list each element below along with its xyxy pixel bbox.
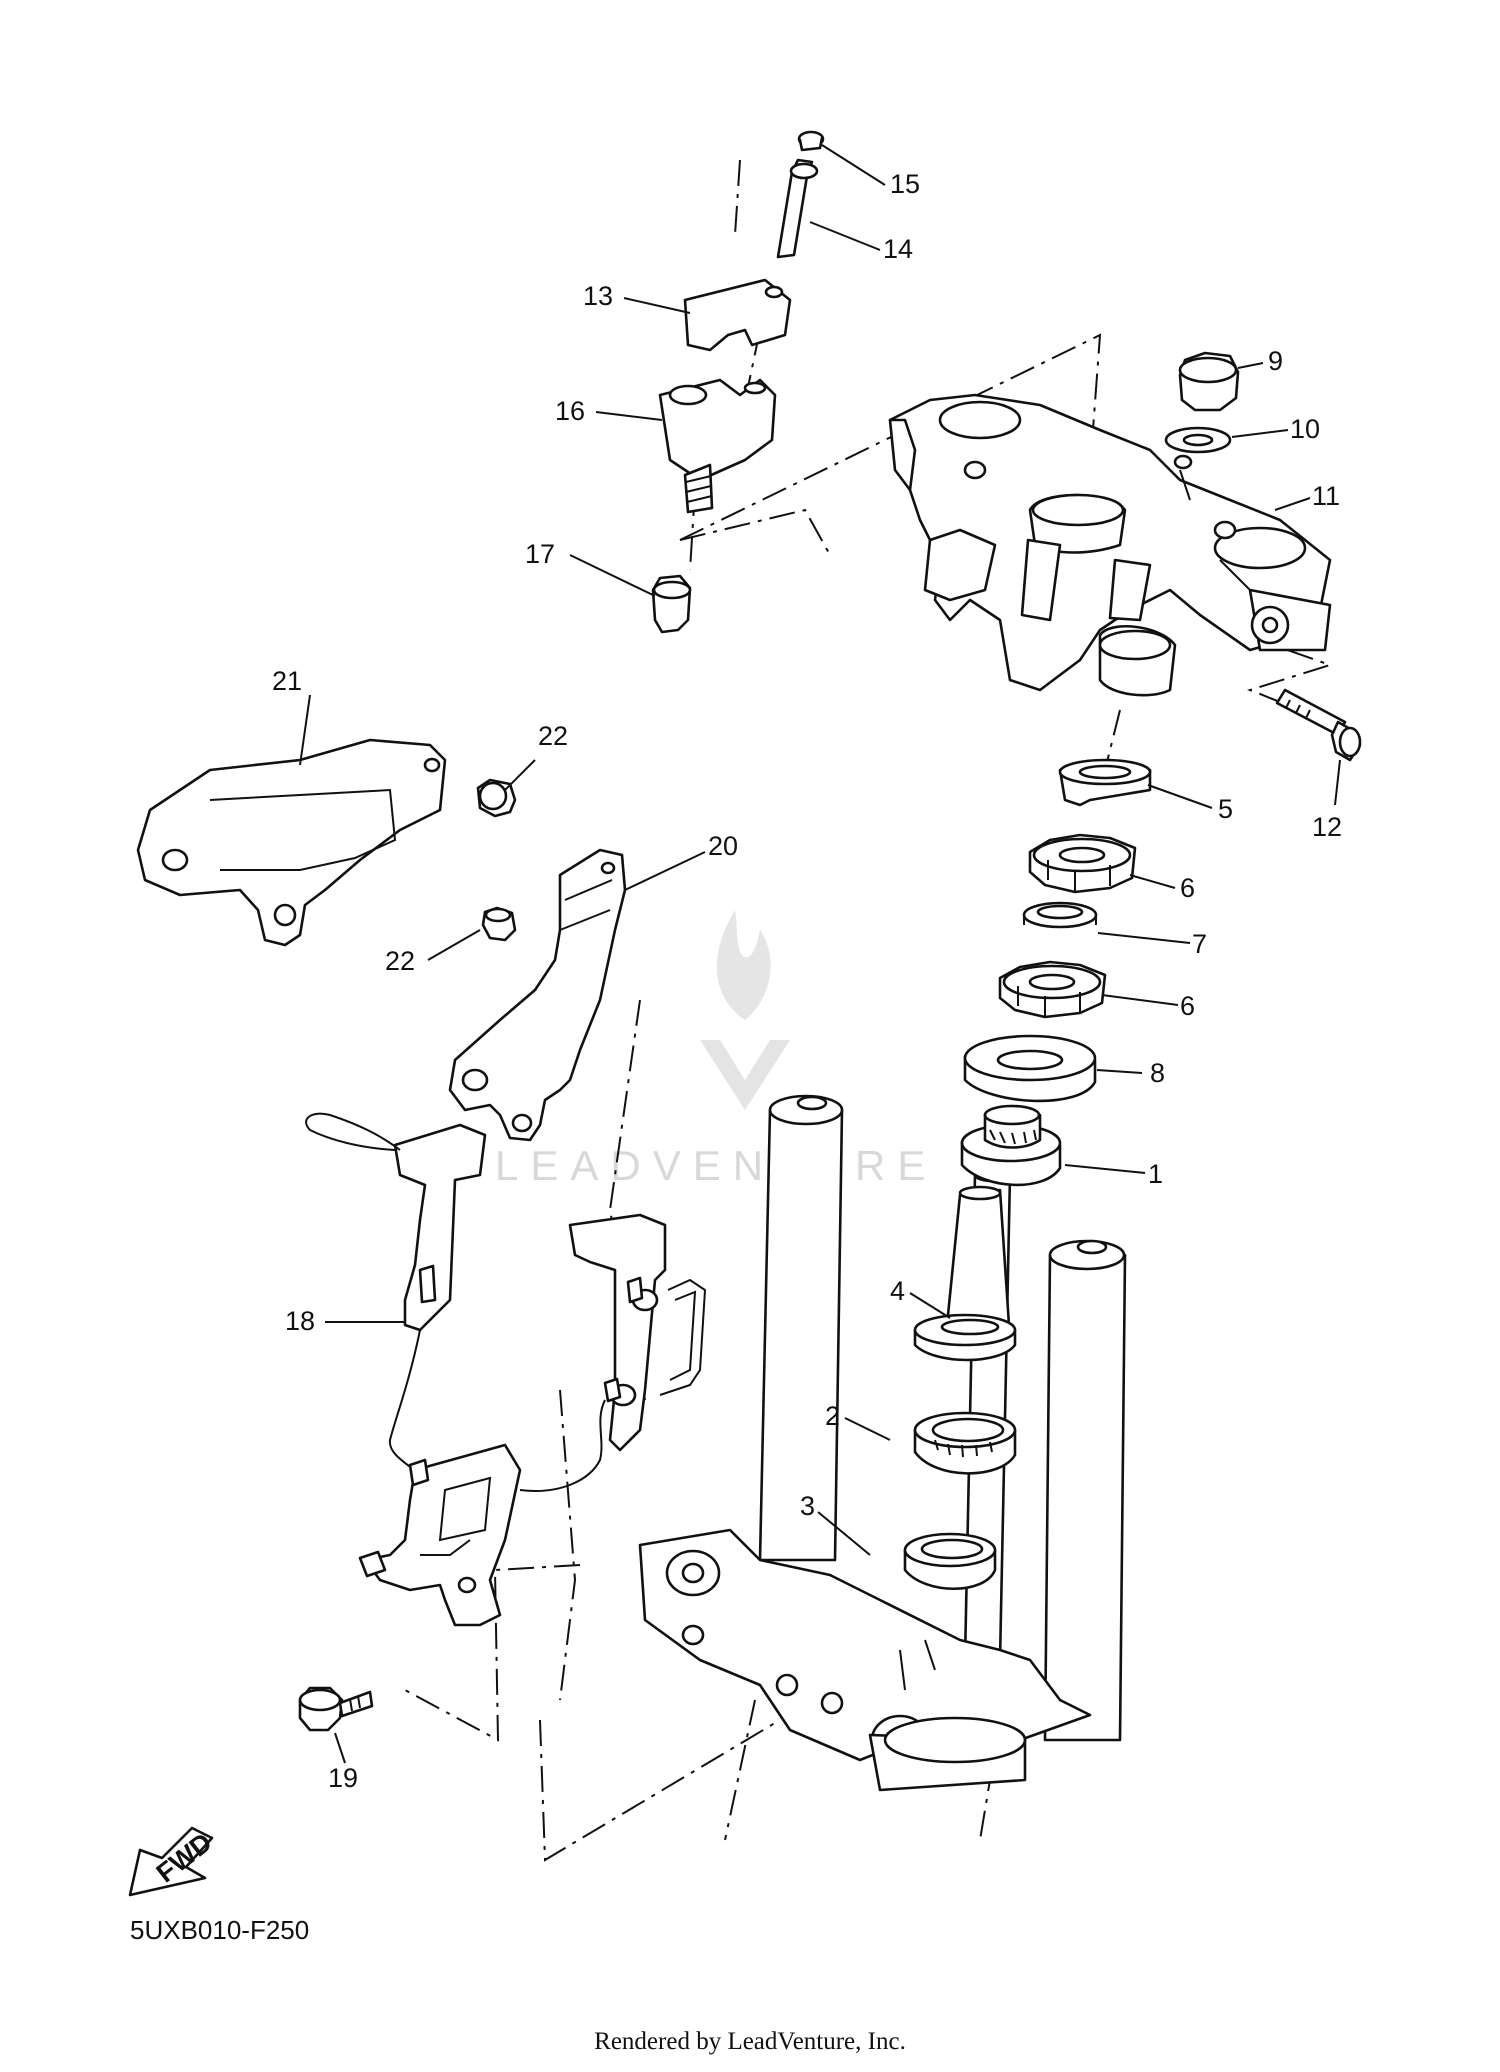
bracket-20 xyxy=(448,848,627,1142)
callout-9: 9 xyxy=(1268,346,1283,376)
leader-lines xyxy=(299,144,1341,1764)
bolt-12 xyxy=(1275,688,1362,762)
callout-19: 19 xyxy=(328,1763,358,1793)
callout-5: 5 xyxy=(1218,794,1233,824)
callout-17: 17 xyxy=(525,539,555,569)
callout-8: 8 xyxy=(1150,1058,1165,1088)
bearing-1 xyxy=(960,1104,1062,1187)
rendered-by-footer: Rendered by LeadVenture, Inc. xyxy=(594,2028,906,2055)
leadventure-watermark: LEADVENTURE xyxy=(495,910,937,1189)
callout-1: 1 xyxy=(1148,1159,1163,1189)
callout-22a: 22 xyxy=(538,721,568,751)
callout-16: 16 xyxy=(555,396,585,426)
upper-bracket-11 xyxy=(888,393,1332,697)
handle-holder-lower xyxy=(658,378,777,514)
right-fork-tube xyxy=(1043,1239,1127,1742)
callout-6b: 6 xyxy=(1180,991,1195,1021)
washer-10 xyxy=(1164,426,1232,454)
diagram-code: 5UXB010-F250 xyxy=(130,1915,310,1945)
bearing-2 xyxy=(913,1411,1017,1475)
callout-4: 4 xyxy=(890,1276,905,1306)
callout-10: 10 xyxy=(1290,414,1320,444)
watermark-text: LEADVENTURE xyxy=(495,1142,937,1189)
seal-8 xyxy=(963,1034,1097,1103)
ring-nut-6-upper xyxy=(1028,833,1137,894)
callout-11: 11 xyxy=(1312,481,1340,511)
nut-17 xyxy=(651,574,692,634)
race-3 xyxy=(903,1532,997,1590)
callout-12: 12 xyxy=(1312,812,1342,842)
bracket-18 xyxy=(305,1112,606,1627)
bolt-19 xyxy=(298,1686,374,1732)
bracket-21 xyxy=(136,738,447,947)
dust-seal-4 xyxy=(913,1313,1017,1362)
callout-13: 13 xyxy=(583,281,613,311)
collar-5 xyxy=(1058,758,1152,807)
lock-washer-7 xyxy=(1022,901,1098,929)
callout-20: 20 xyxy=(708,831,738,861)
ring-nut-6-lower xyxy=(998,960,1107,1019)
bracket-mid xyxy=(568,1213,707,1452)
handle-holder-upper xyxy=(683,278,792,352)
nut-22-lower xyxy=(481,906,517,942)
cap-nut-9 xyxy=(1178,351,1240,412)
callout-3: 3 xyxy=(800,1491,815,1521)
left-fork-tube xyxy=(758,1094,844,1562)
cap-15 xyxy=(797,130,825,152)
callout-22b: 22 xyxy=(385,946,415,976)
bolt-14 xyxy=(776,158,819,259)
callout-21: 21 xyxy=(272,666,302,696)
callout-18: 18 xyxy=(285,1306,315,1336)
fwd-arrow-icon: FWD xyxy=(128,1826,218,1897)
callout-14: 14 xyxy=(883,234,913,264)
callout-2: 2 xyxy=(825,1401,840,1431)
callout-7: 7 xyxy=(1192,929,1207,959)
callout-6a: 6 xyxy=(1180,873,1195,903)
callout-numbers: 1 2 3 4 5 6 6 7 8 9 10 11 12 13 14 15 16… xyxy=(272,169,1342,1793)
under-bracket-steering-stem xyxy=(638,1167,1092,1792)
callout-15: 15 xyxy=(890,169,920,199)
